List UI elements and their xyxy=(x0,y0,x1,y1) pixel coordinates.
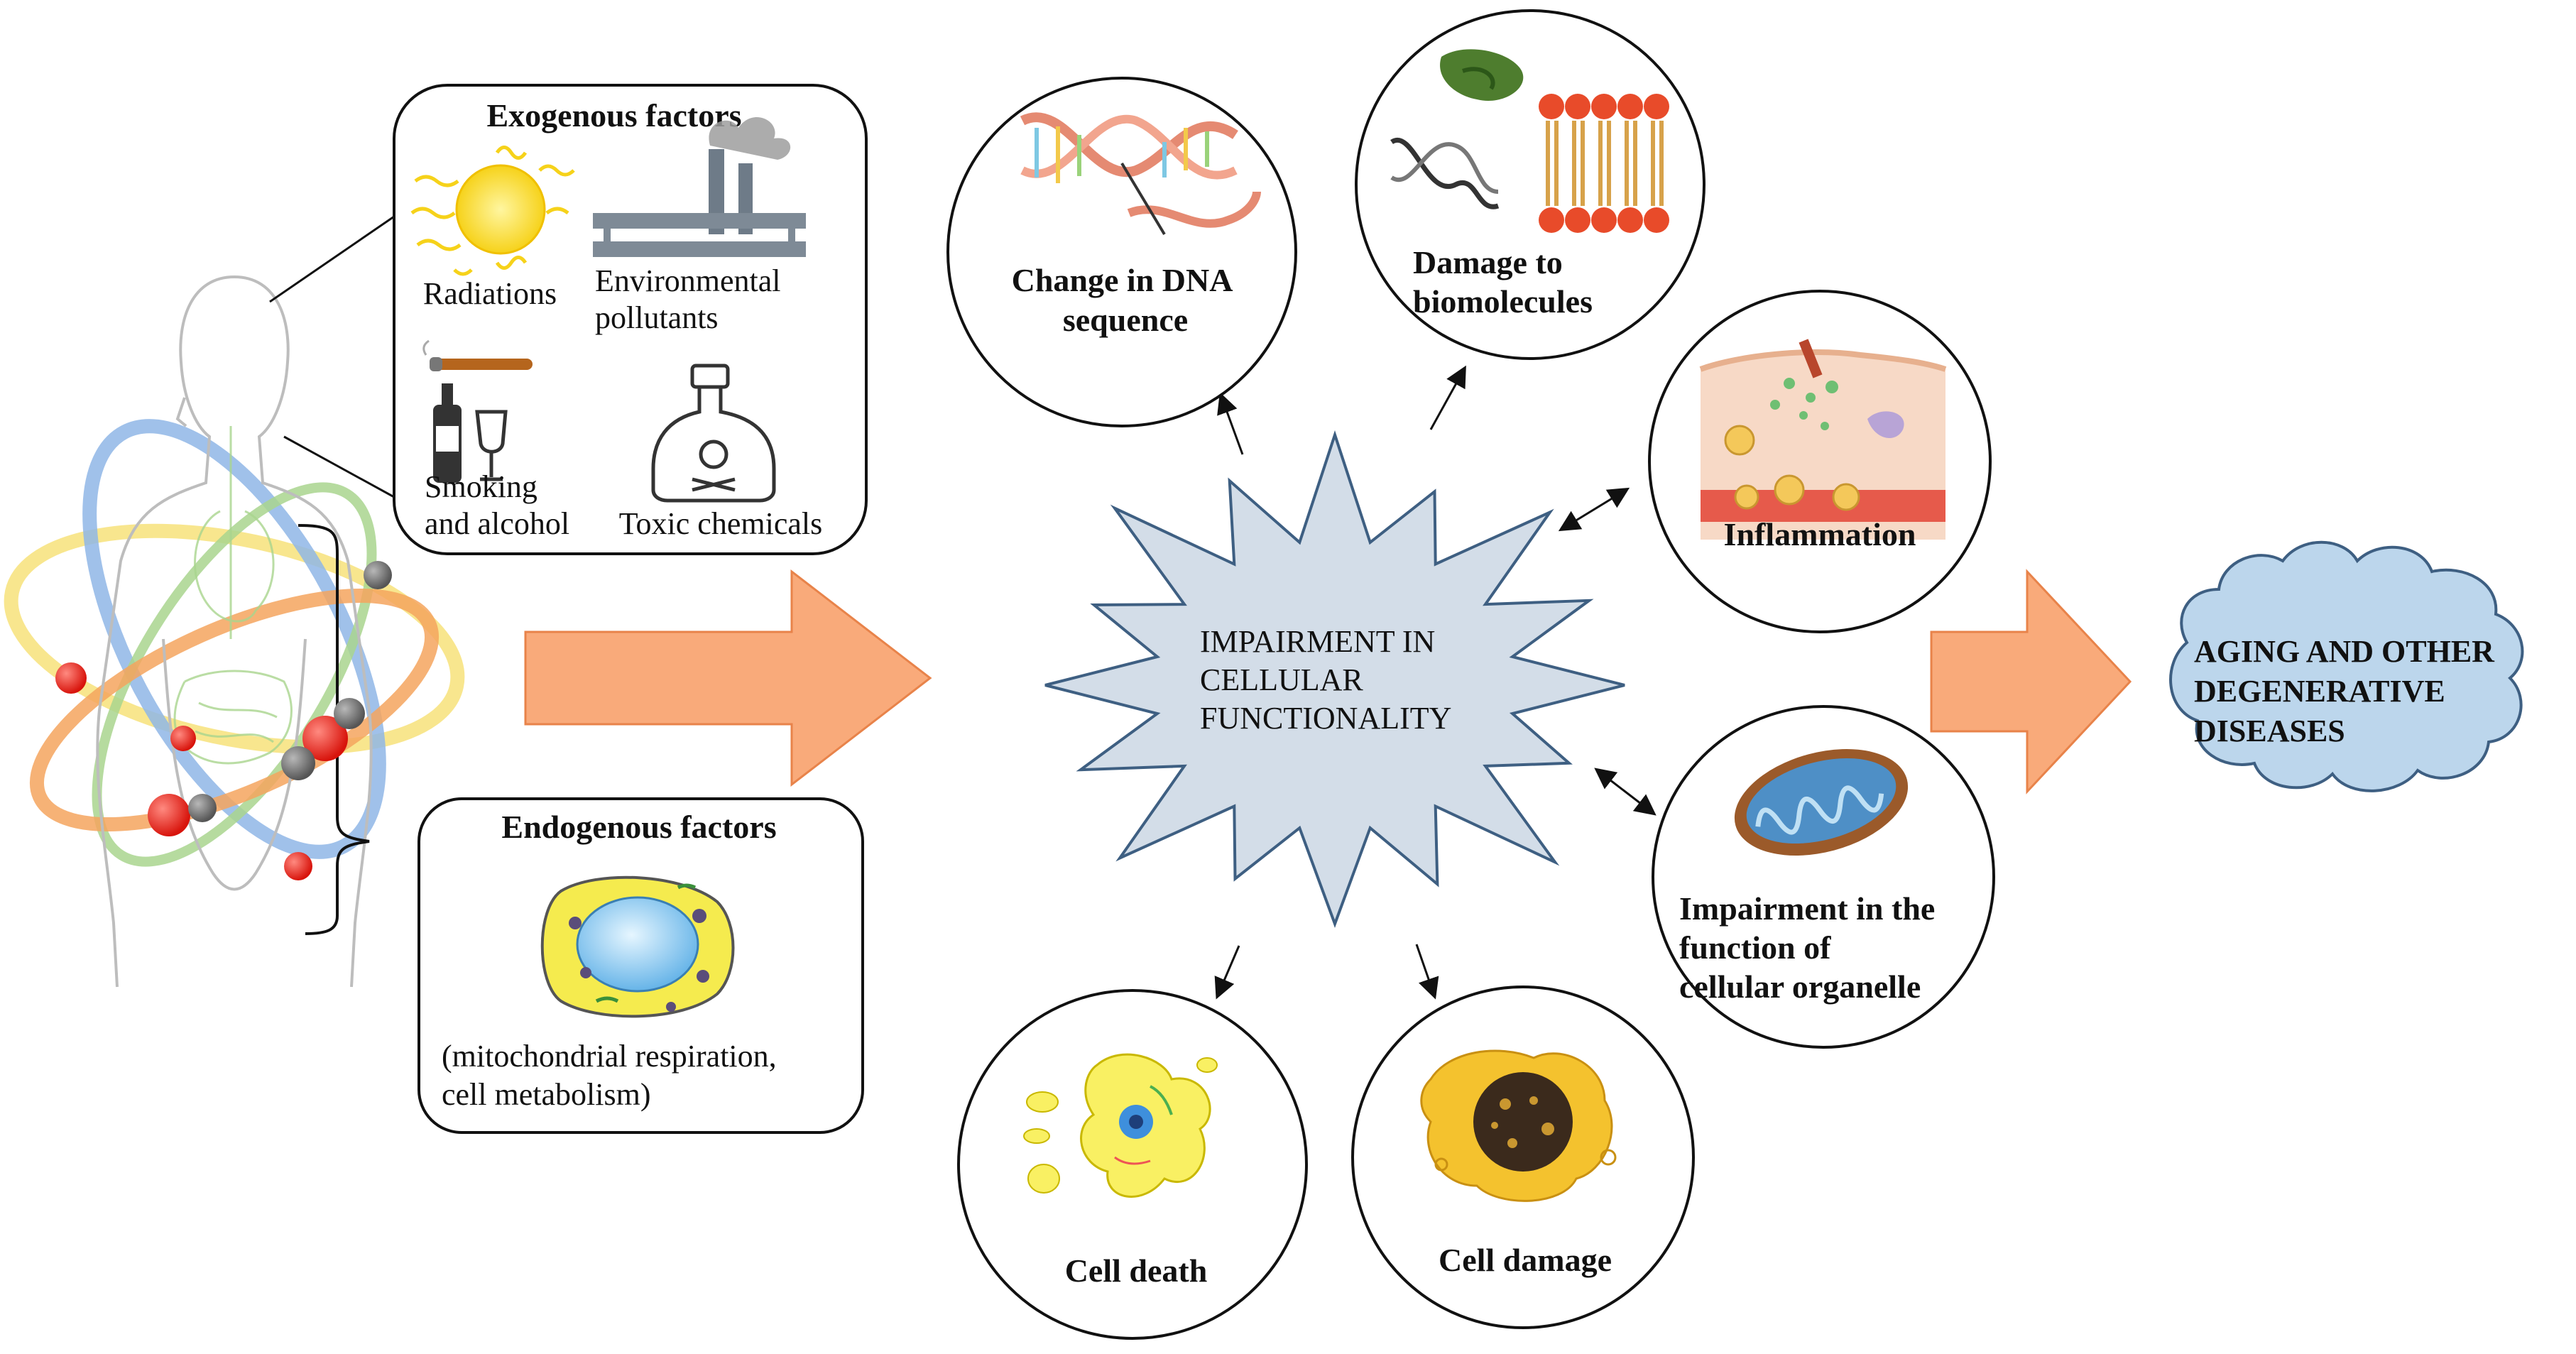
chemicals-label: Toxic chemicals xyxy=(619,506,822,541)
effect-cell-damage: Cell damage xyxy=(1351,986,1695,1329)
arrow-to-biomolecules xyxy=(1429,365,1466,430)
endogenous-title: Endogenous factors xyxy=(501,809,776,845)
exogenous-title: Exogenous factors xyxy=(486,97,741,133)
output-flow-arrow xyxy=(1930,569,2132,795)
body-bracket xyxy=(298,524,370,935)
grey-molecule xyxy=(188,794,217,822)
inflammation-tissue-icon xyxy=(1699,339,1947,540)
connector-arrows xyxy=(1214,365,1657,1000)
arrow-to-cell-death xyxy=(1214,945,1240,1000)
biomolecules-label: Damage to biomolecules xyxy=(1413,244,1593,320)
endogenous-factors-box: Endogenous factors (mitochondrial respir… xyxy=(417,797,864,1134)
sun-radiation-icon xyxy=(410,146,575,276)
impairment-starburst: IMPAIRMENT IN CELLULAR FUNCTIONALITY xyxy=(1044,430,1625,928)
arrow-to-dna xyxy=(1217,392,1244,455)
arrow-to-cell-damage xyxy=(1415,944,1439,1000)
input-flow-arrow xyxy=(524,569,932,787)
effect-organelle-impairment: Impairment in the function of cellular o… xyxy=(1652,705,1995,1049)
toxic-chemical-icon xyxy=(651,364,776,503)
red-molecule xyxy=(284,852,312,880)
orbit-ring-blue xyxy=(82,419,386,859)
inflammation-label: Inflammation xyxy=(1724,516,1916,552)
effect-cell-death: Cell death xyxy=(957,989,1308,1340)
grey-molecule xyxy=(334,698,365,729)
arrow-to-organelle xyxy=(1594,768,1657,816)
effect-biomolecule-damage: Damage to biomolecules xyxy=(1355,9,1705,360)
cell-death-label: Cell death xyxy=(1065,1252,1208,1289)
red-molecule xyxy=(148,794,190,836)
callout-line xyxy=(283,435,395,498)
grey-molecule xyxy=(364,561,392,589)
callout-line xyxy=(269,215,395,303)
exogenous-factors-box: Exogenous factors Radiations xyxy=(393,84,868,555)
human-body-figure xyxy=(4,275,465,988)
effect-inflammation: Inflammation xyxy=(1648,290,1992,633)
organ-sketch xyxy=(173,426,293,765)
mitochondria-icon xyxy=(1734,749,1909,856)
smoking-alcohol-icon xyxy=(422,339,533,483)
factory-pollution-icon xyxy=(593,116,806,257)
body-outline xyxy=(96,275,373,988)
dying-cell-icon xyxy=(1023,1053,1218,1198)
impairment-label: IMPAIRMENT IN CELLULAR FUNCTIONALITY xyxy=(1200,624,1451,736)
radiations-label: Radiations xyxy=(423,276,557,311)
biomolecule-icon xyxy=(1390,49,1669,233)
endogenous-desc: (mitochondrial respiration, cell metabol… xyxy=(442,1039,785,1112)
orbit-ring-orange xyxy=(29,588,440,832)
cell-damage-label: Cell damage xyxy=(1439,1242,1612,1278)
dna-label: Change in DNA sequence xyxy=(1012,262,1240,338)
orbit-ring-yellow xyxy=(4,523,465,755)
smoking-label: Smoking and alcohol xyxy=(425,469,569,541)
cell-icon xyxy=(540,875,735,1018)
outcome-cloud: AGING AND OTHER DEGENERATIVE DISEASES xyxy=(2169,540,2524,792)
pollutants-label: Environmental pollutants xyxy=(595,263,789,335)
dna-helix-icon xyxy=(1020,112,1261,236)
effect-dna-change: Change in DNA sequence xyxy=(946,77,1297,427)
red-molecule xyxy=(170,726,196,751)
damaged-cell-icon xyxy=(1420,1049,1617,1202)
red-molecule xyxy=(302,716,348,761)
arrow-to-inflammation xyxy=(1558,487,1630,532)
red-molecule xyxy=(55,662,87,694)
outcome-label: AGING AND OTHER DEGENERATIVE DISEASES xyxy=(2194,634,2502,748)
grey-molecule xyxy=(281,746,315,780)
organelle-label: Impairment in the function of cellular o… xyxy=(1679,890,1943,1005)
